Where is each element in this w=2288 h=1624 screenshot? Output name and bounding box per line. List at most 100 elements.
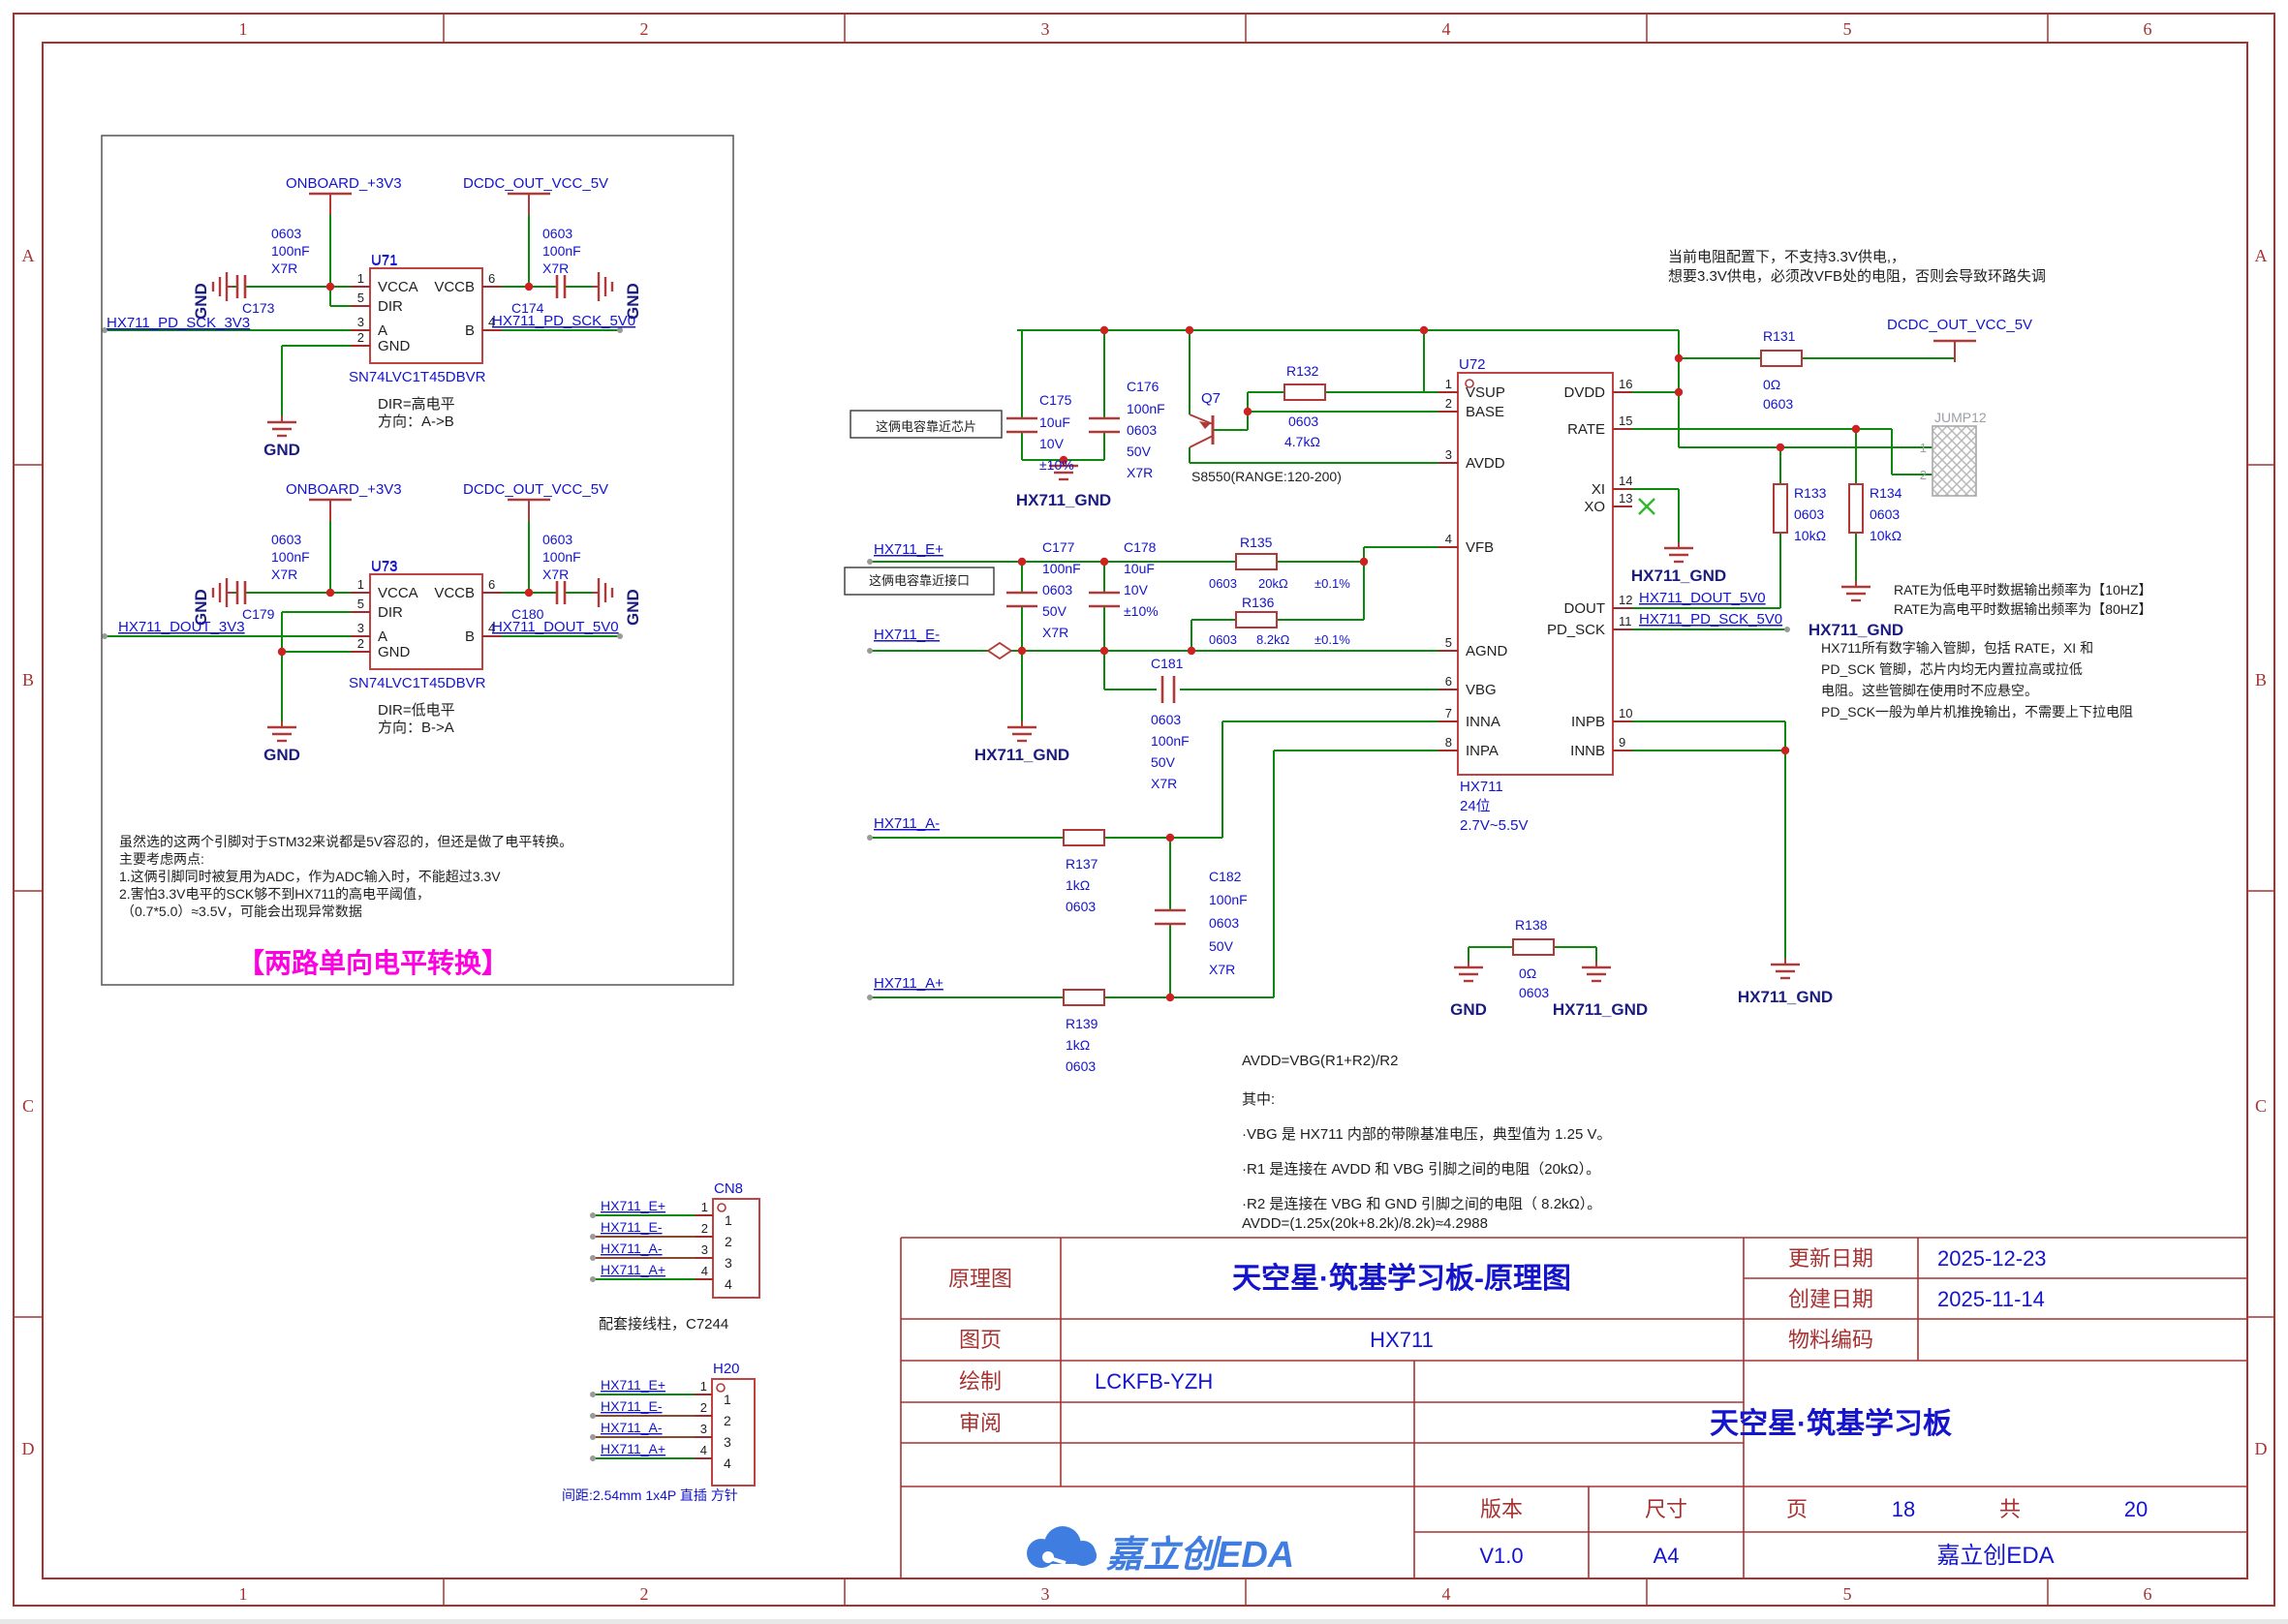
component-refdes[interactable]: U71 (371, 253, 398, 269)
annotation-text[interactable]: 这俩电容靠近芯片 (876, 419, 976, 434)
titleblock-review-label[interactable]: 审阅 (959, 1411, 1002, 1435)
ground-symbol[interactable] (211, 578, 232, 607)
net-label[interactable]: HX711_E+ (601, 1198, 665, 1213)
power-flag[interactable]: ONBOARD_+3V3 (286, 175, 402, 215)
annotation-text[interactable]: ±0.1% (1314, 576, 1350, 591)
resistor-R134[interactable] (1848, 483, 1864, 534)
net-port-diamond[interactable] (986, 641, 1013, 660)
titleblock-size[interactable]: A4 (1654, 1544, 1680, 1568)
annotation-text[interactable]: 10kΩ (1794, 528, 1826, 543)
annotation-text[interactable]: 0603 (1794, 506, 1824, 522)
titleblock-page-name[interactable]: HX711 (1370, 1328, 1434, 1352)
net-label[interactable]: HX711_GND (1738, 988, 1833, 1006)
titleblock-version-label[interactable]: 版本 (1480, 1497, 1523, 1521)
annotation-text[interactable]: RATE为高电平时数据输出频率为【80HZ】 (1894, 601, 2152, 617)
component-refdes[interactable]: C179 (242, 606, 275, 622)
titleblock-title[interactable]: 天空星·筑基学习板-原理图 (1232, 1262, 1571, 1295)
annotation-text[interactable]: ·R1 是连接在 AVDD 和 VBG 引脚之间的电阻（20kΩ）。 (1242, 1161, 1600, 1178)
annotation-text[interactable]: X7R (271, 567, 297, 582)
resistor-R138[interactable] (1512, 938, 1555, 956)
net-label[interactable]: HX711_E- (601, 1219, 663, 1235)
annotation-text[interactable]: 50V (1151, 754, 1176, 770)
titleblock-total-pages[interactable]: 20 (2124, 1497, 2148, 1521)
annotation-text[interactable]: 0Ω (1763, 377, 1780, 392)
resistor-R139[interactable] (1063, 989, 1105, 1006)
component-refdes[interactable]: R137 (1066, 856, 1098, 872)
net-label[interactable]: HX711_GND (974, 746, 1069, 764)
capacitor-C176[interactable] (1089, 416, 1120, 434)
annotation-text[interactable]: HX711所有数字输入管脚，包括 RATE，XI 和 (1821, 640, 2093, 656)
net-label[interactable]: HX711_GND (1809, 621, 1903, 639)
ground-symbol[interactable] (1049, 460, 1078, 481)
ground-net-label[interactable]: GND (624, 589, 642, 626)
power-net-label[interactable]: DCDC_OUT_VCC_5V (463, 175, 608, 192)
annotation-text[interactable]: 1kΩ (1066, 877, 1090, 893)
net-label[interactable]: HX711_E- (874, 627, 940, 643)
annotation-text[interactable]: 主要考虑两点: (119, 851, 204, 867)
ground-symbol[interactable] (1007, 721, 1036, 743)
annotation-text[interactable]: 100nF (542, 549, 581, 565)
annotation-text[interactable]: X7R (1209, 962, 1235, 977)
component-refdes[interactable]: C181 (1151, 656, 1184, 671)
titleblock-pageno-label[interactable]: 页 (1786, 1497, 1808, 1521)
power-flag[interactable]: DCDC_OUT_VCC_5V (1887, 317, 2032, 362)
annotation-text[interactable]: 当前电阻配置下，不支持3.3V供电,， (1668, 249, 1905, 265)
titleblock-update-label[interactable]: 更新日期 (1788, 1246, 1873, 1271)
jumper-refdes[interactable]: JUMP12 (1934, 410, 1987, 425)
resistor-R132[interactable] (1283, 383, 1326, 401)
chip-U72[interactable]: U721VSUP2BASE3AVDD4VFB5AGND6VBG7INNA8INP… (1438, 356, 1632, 776)
annotation-text[interactable]: 50V (1127, 444, 1152, 459)
ground-net-label[interactable]: GND (624, 283, 642, 320)
annotation-text[interactable]: ±0.1% (1314, 632, 1350, 647)
chip-refdes[interactable]: U73 (371, 558, 398, 574)
annotation-text[interactable]: 8.2kΩ (1256, 632, 1290, 647)
annotation-text[interactable]: 4.7kΩ (1284, 434, 1320, 449)
ground-net-label[interactable]: GND (192, 283, 210, 320)
annotation-text[interactable]: PD_SCK 管脚，芯片内均无内置拉高或拉低 (1821, 661, 2083, 677)
annotation-text[interactable]: 10uF (1039, 414, 1070, 430)
annotation-text[interactable]: 100nF (1042, 561, 1081, 576)
titleblock-vendor[interactable]: 嘉立创EDA (1936, 1543, 2054, 1569)
annotation-text[interactable]: ±10% (1039, 457, 1074, 473)
net-label[interactable]: HX711_DOUT_3V3 (118, 619, 245, 635)
component-refdes[interactable]: R134 (1870, 485, 1902, 501)
component-refdes[interactable]: C182 (1209, 869, 1242, 884)
component-refdes[interactable]: R131 (1763, 328, 1796, 344)
component-refdes[interactable]: C176 (1127, 379, 1159, 394)
ground-symbol[interactable] (1771, 959, 1800, 980)
annotation-text[interactable]: 方向：A->B (378, 414, 454, 430)
capacitor-C175[interactable] (1006, 416, 1037, 434)
component-refdes[interactable]: C177 (1042, 539, 1075, 555)
annotation-text[interactable]: HX711 (1460, 779, 1503, 795)
ground-symbol[interactable] (1582, 962, 1611, 983)
component-refdes[interactable]: R138 (1515, 917, 1548, 933)
resistor-R133[interactable] (1773, 483, 1788, 534)
resistor-R137[interactable] (1063, 829, 1105, 846)
annotation-text[interactable]: 虽然选的这两个引脚对于STM32来说都是5V容忍的，但还是做了电平转换。 (119, 834, 572, 849)
annotation-text[interactable]: X7R (1042, 625, 1068, 640)
component-refdes[interactable]: R133 (1794, 485, 1827, 501)
net-label[interactable]: HX711_E+ (601, 1377, 665, 1393)
connector-refdes[interactable]: CN8 (714, 1180, 743, 1197)
annotation-text[interactable]: 0603 (1151, 712, 1181, 727)
annotation-text[interactable]: 100nF (271, 549, 310, 565)
net-label[interactable]: HX711_E+ (874, 541, 943, 558)
annotation-text[interactable]: 0603 (1209, 632, 1237, 647)
annotation-text[interactable]: 0603 (1763, 396, 1793, 412)
net-label[interactable]: HX711_A+ (601, 1441, 665, 1456)
annotation-text[interactable]: 50V (1042, 603, 1067, 619)
annotation-text[interactable]: 0603 (1870, 506, 1900, 522)
annotation-text[interactable]: X7R (542, 260, 569, 276)
component-refdes[interactable]: R136 (1242, 595, 1275, 610)
component-refdes[interactable]: C173 (242, 300, 275, 316)
capacitor-C174[interactable] (555, 275, 567, 298)
titleblock-total-label[interactable]: 共 (1999, 1497, 2021, 1521)
annotation-text[interactable]: 10V (1039, 436, 1065, 451)
annotation-text[interactable]: AVDD=(1.25x(20k+8.2k)/8.2k)≈4.2988 (1242, 1215, 1488, 1232)
component-refdes[interactable]: R135 (1240, 535, 1273, 550)
component-refdes[interactable]: C178 (1124, 539, 1157, 555)
annotation-text[interactable]: 0603 (271, 532, 301, 547)
ground-symbol[interactable] (593, 578, 614, 607)
